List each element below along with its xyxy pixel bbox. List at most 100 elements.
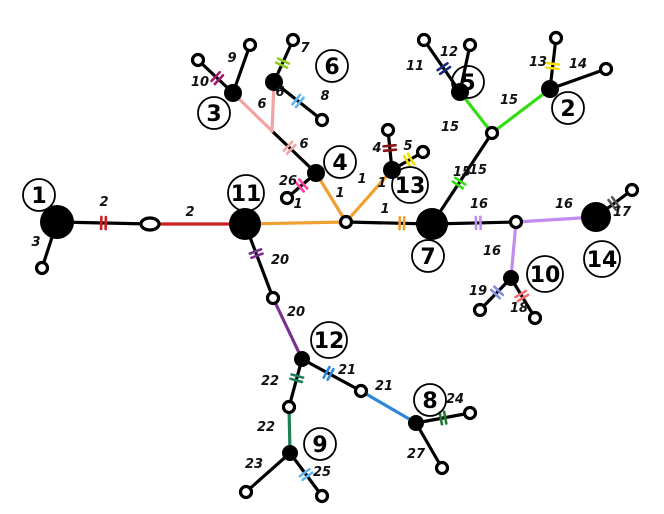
bond-mark <box>282 140 294 152</box>
node-label: 12 <box>314 329 345 354</box>
node-open <box>279 190 295 206</box>
bond-mark <box>382 148 398 153</box>
edge-b4-j1 <box>314 171 348 224</box>
bond-mark <box>297 178 309 190</box>
node-label-circle <box>391 166 429 204</box>
node-label: 3 <box>206 102 221 127</box>
edge-label: 27 <box>407 447 426 462</box>
edge-label: 6 <box>299 137 308 152</box>
node-open <box>380 122 396 138</box>
edge-label: 3 <box>31 235 40 250</box>
node-open <box>416 32 432 48</box>
edge-label: 1 <box>335 186 344 201</box>
node-filled <box>416 208 448 240</box>
bond-mark <box>274 61 289 69</box>
node-label: 2 <box>560 97 575 122</box>
node-filled <box>307 164 325 182</box>
edge-b13-j1 <box>344 168 394 224</box>
node-label-circle <box>227 174 265 212</box>
node-label: 10 <box>530 263 561 288</box>
edge-label: 2 <box>185 205 194 220</box>
edge-label: 7 <box>300 41 310 56</box>
edge-label: 16 <box>470 197 488 212</box>
node-label: 1 <box>31 184 46 209</box>
bond-mark <box>210 70 222 83</box>
edge-label: 5 <box>403 139 412 154</box>
edge-label: 20 <box>271 253 289 268</box>
node-filled <box>408 415 424 431</box>
node-filled <box>282 445 298 461</box>
node-label: 11 <box>231 182 262 207</box>
edge-label: 24 <box>446 392 464 407</box>
node-filled <box>229 208 261 240</box>
edge-label: 1 <box>377 176 386 191</box>
bond-mark <box>406 152 416 166</box>
node-label-circle <box>310 321 348 359</box>
node-label-circle <box>451 65 485 99</box>
node-open <box>281 399 297 415</box>
node-label-circle <box>583 240 621 278</box>
edge-o15-b2r <box>490 87 552 135</box>
node-filled <box>294 351 310 367</box>
node-label: 14 <box>587 248 618 273</box>
node-label-circle <box>315 49 349 83</box>
node-label-circle <box>411 239 445 273</box>
edge-label: 23 <box>245 457 263 472</box>
edge-label: 2 <box>99 195 108 210</box>
edge-o21-b8 <box>359 389 418 425</box>
node-open <box>434 460 450 476</box>
bond-mark <box>291 93 302 106</box>
node-filled <box>265 73 283 91</box>
edge-label: 15 <box>441 120 459 135</box>
bond-mark <box>438 411 444 426</box>
node-filled <box>383 161 401 179</box>
node-label-circle <box>413 383 447 417</box>
node-open <box>484 125 500 141</box>
node-label: 13 <box>395 174 426 199</box>
edge-label: 6 <box>257 97 266 112</box>
bond-mark <box>250 252 264 260</box>
edge-label: 4 <box>371 141 381 156</box>
edge-label: 19 <box>469 284 487 299</box>
edge-label: 25 <box>313 465 331 480</box>
node-open <box>34 260 50 276</box>
bond-mark <box>322 365 331 379</box>
edge-b8-o27 <box>414 421 444 470</box>
node-label: 5 <box>460 71 475 96</box>
bond-mark <box>451 180 465 190</box>
bond-mark <box>290 373 305 379</box>
edge-b6-o8 <box>272 80 324 122</box>
node-open <box>353 383 369 399</box>
edge-label: 16 <box>483 244 501 259</box>
bond-mark <box>489 288 502 300</box>
node-label-circle <box>526 255 564 293</box>
bond-mark <box>213 74 225 86</box>
bond-mark <box>514 289 528 299</box>
node-label: 7 <box>420 245 435 270</box>
node-open <box>285 32 301 48</box>
node-open <box>139 216 161 232</box>
bond-mark <box>298 467 311 478</box>
edge-c7-o15 <box>430 131 494 226</box>
bond-mark <box>442 410 448 425</box>
bond-mark <box>382 143 397 148</box>
edge-b9-o23 <box>244 451 292 494</box>
node-open <box>624 182 640 198</box>
node-open <box>242 37 258 53</box>
edge-b8-o24 <box>414 411 472 425</box>
edge-label: 11 <box>406 59 424 74</box>
edge-label: 15 <box>469 163 487 178</box>
bond-mark <box>294 181 306 193</box>
edge-label: 1 <box>357 172 366 187</box>
node-open <box>338 214 354 230</box>
node-label-circle <box>197 96 231 130</box>
node-label-circle <box>22 178 56 212</box>
node-open <box>314 112 330 128</box>
node-open <box>472 302 488 318</box>
bond-mark <box>289 377 304 384</box>
edge-label: 26 <box>279 174 297 189</box>
bond-mark <box>326 367 335 382</box>
node-open <box>462 37 478 53</box>
node-open <box>190 52 206 68</box>
